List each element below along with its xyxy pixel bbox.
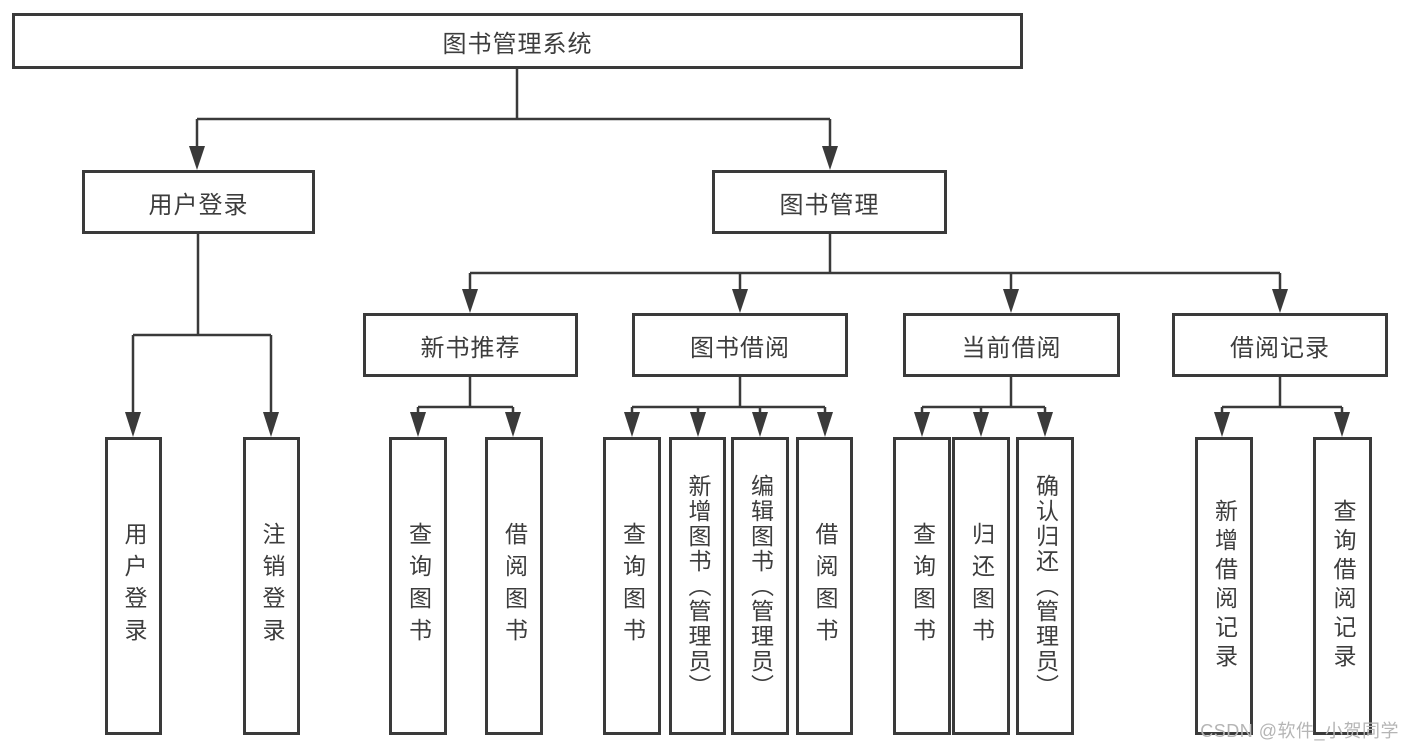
node-current-borrow: 当前借阅 xyxy=(903,313,1120,377)
node-label: 查询借阅记录 xyxy=(1330,499,1356,673)
node-label: 用户登录 xyxy=(121,522,147,650)
node-book-borrow: 图书借阅 xyxy=(632,313,848,377)
node-label: 借阅记录 xyxy=(1230,334,1330,362)
node-new-book-recommend: 新书推荐 xyxy=(363,313,578,377)
node-label: 查询图书 xyxy=(909,522,936,650)
node-user-login: 用户登录 xyxy=(82,170,315,234)
node-label: 新增图书（管理员） xyxy=(685,473,711,699)
leaf-confirm-return-admin: 确认归还（管理员） xyxy=(1016,437,1074,735)
node-label: 注销登录 xyxy=(259,522,285,650)
leaf-user-login: 用户登录 xyxy=(105,437,162,735)
node-label: 图书管理系统 xyxy=(442,30,593,58)
leaf-add-borrow-record: 新增借阅记录 xyxy=(1195,437,1253,735)
node-label: 查询图书 xyxy=(405,522,432,650)
leaf-query-books-recommend: 查询图书 xyxy=(389,437,447,735)
node-label: 借阅图书 xyxy=(812,522,838,650)
node-borrow-record: 借阅记录 xyxy=(1172,313,1388,377)
node-root-system: 图书管理系统 xyxy=(12,13,1023,69)
node-book-management: 图书管理 xyxy=(712,170,947,234)
node-label: 查询图书 xyxy=(619,522,646,650)
node-label: 当前借阅 xyxy=(961,334,1062,362)
leaf-edit-book-admin: 编辑图书（管理员） xyxy=(731,437,789,735)
node-label: 新书推荐 xyxy=(420,334,521,362)
csdn-watermark: CSDN @软件_小贺同学 xyxy=(1200,721,1399,741)
leaf-query-borrow-record: 查询借阅记录 xyxy=(1313,437,1372,735)
leaf-logout: 注销登录 xyxy=(243,437,300,735)
node-label: 编辑图书（管理员） xyxy=(747,473,774,699)
node-label: 归还图书 xyxy=(968,522,995,650)
node-label: 确认归还（管理员） xyxy=(1032,473,1059,699)
node-label: 图书管理 xyxy=(779,191,880,219)
leaf-return-book: 归还图书 xyxy=(952,437,1010,735)
leaf-borrow-books-recommend: 借阅图书 xyxy=(485,437,543,735)
node-label: 新增借阅记录 xyxy=(1211,499,1238,673)
leaf-borrow-books-borrow: 借阅图书 xyxy=(796,437,853,735)
leaf-query-books-current: 查询图书 xyxy=(893,437,951,735)
leaf-add-book-admin: 新增图书（管理员） xyxy=(669,437,726,735)
leaf-query-books-borrow: 查询图书 xyxy=(603,437,661,735)
node-label: 图书借阅 xyxy=(690,334,790,362)
node-label: 借阅图书 xyxy=(501,522,528,650)
node-label: 用户登录 xyxy=(148,191,249,219)
